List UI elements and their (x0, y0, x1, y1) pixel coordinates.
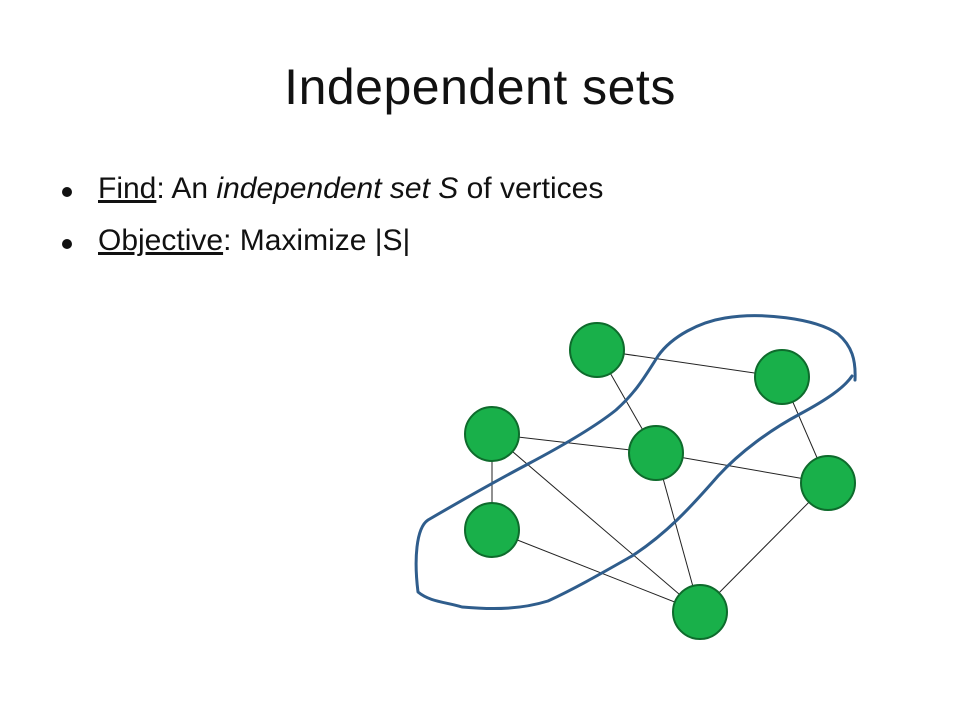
bullet-dot (62, 187, 72, 197)
bullet-term: Objective (98, 224, 224, 257)
bullet-term: Find (98, 172, 157, 205)
slide-title: Independent sets (284, 59, 676, 115)
bullet-dot (62, 239, 72, 249)
hand-drawn-loop (414, 314, 857, 611)
bullet-find: Find: An independent set S of vertices (62, 172, 603, 206)
edge-center-right (655, 452, 829, 484)
bullet-objective: Objective: Maximize |S| (62, 224, 603, 258)
edge-top-top-right (596, 349, 783, 378)
vertex-top-right (754, 349, 810, 405)
vertex-top (569, 322, 625, 378)
edge-lower-left-bottom (491, 529, 701, 613)
edge-right-bottom (699, 482, 829, 613)
bullet-italic: independent set S (216, 172, 459, 205)
vertex-lower-left (464, 502, 520, 558)
vertex-right (800, 455, 856, 511)
bullet-list: Find: An independent set S of vertices O… (62, 172, 603, 276)
bullet-sep: : Maximize |S| (223, 224, 411, 257)
vertex-center (628, 425, 684, 481)
vertex-bottom (672, 584, 728, 640)
nodes (464, 322, 856, 640)
vertex-left (464, 406, 520, 462)
bullet-sep: : An (156, 172, 217, 205)
bullet-rest: of vertices (458, 172, 604, 205)
